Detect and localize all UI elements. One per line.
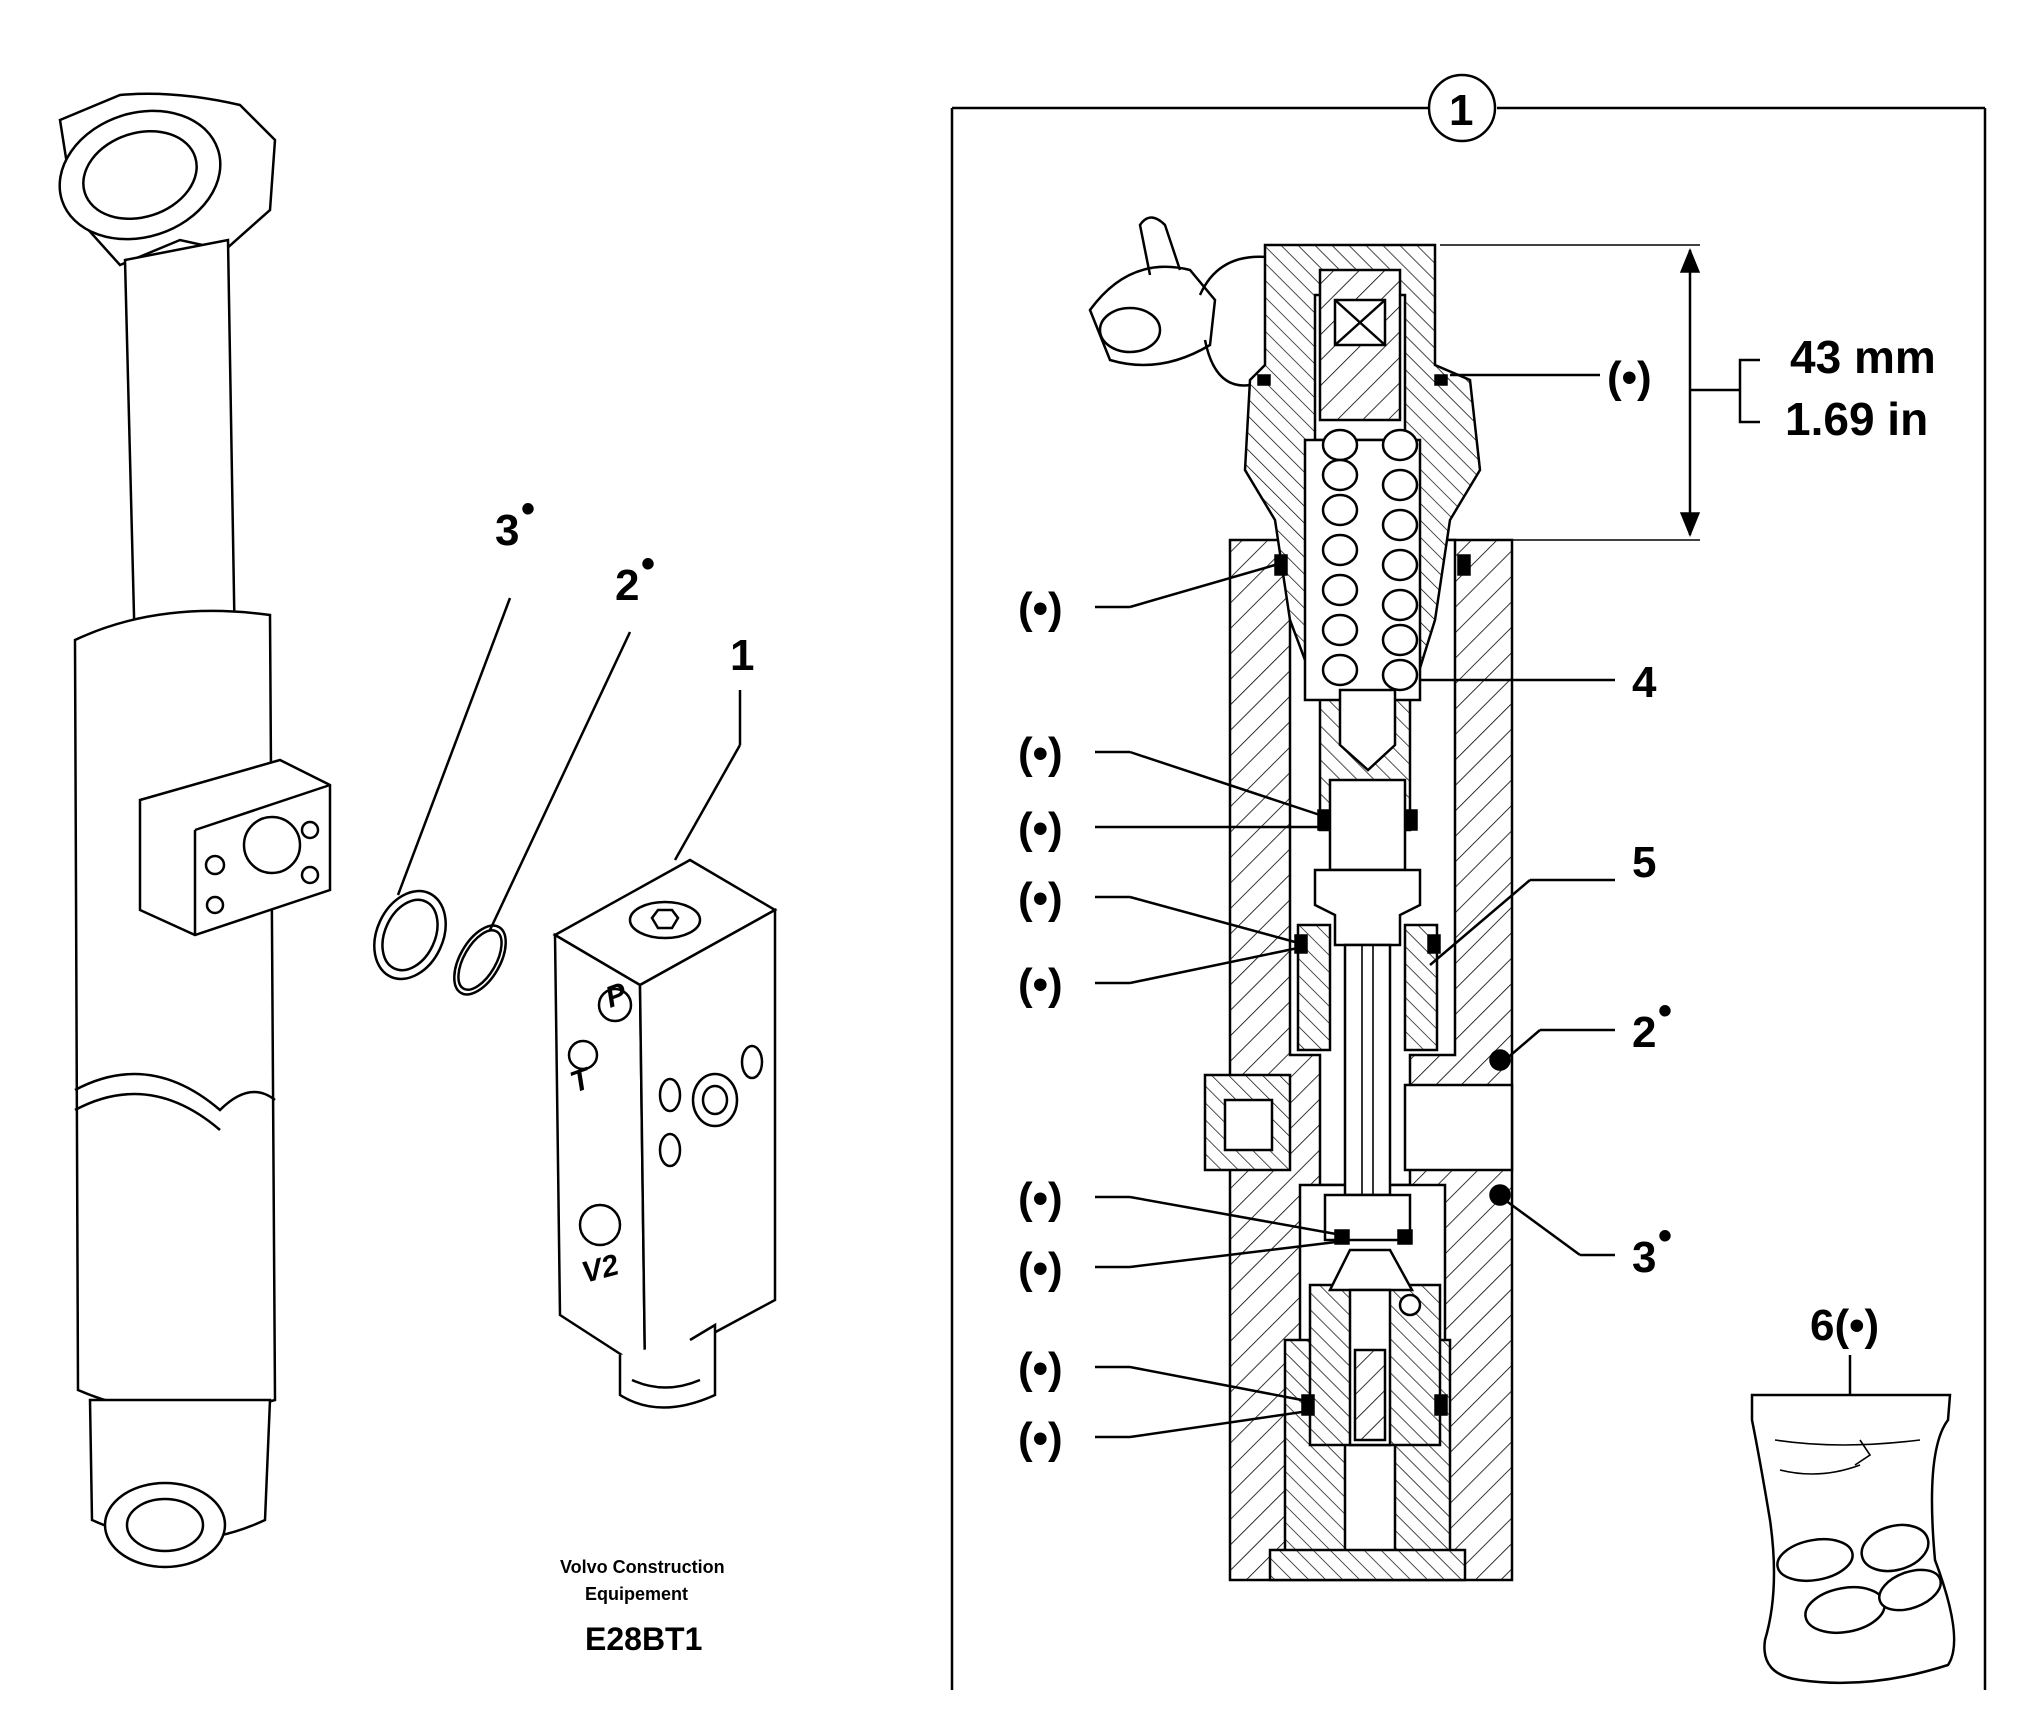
maker-line1: Volvo Construction <box>560 1557 725 1577</box>
leader-3 <box>396 597 512 896</box>
dimension-imperial: 1.69 in <box>1785 393 1928 445</box>
label-1: 1 <box>730 631 754 680</box>
seal-kit-bag-drawing <box>1750 1355 1956 1685</box>
detail-frame <box>950 73 1987 1690</box>
seal-2-drawing <box>453 924 507 996</box>
label-4: 4 <box>1632 658 1657 707</box>
bullet-3-right: • <box>1658 1214 1672 1258</box>
leader-2 <box>488 631 632 931</box>
label-dot-5: (•) <box>1018 960 1063 1009</box>
leader-dot-6b <box>1129 1195 1337 1236</box>
label-5: 5 <box>1632 838 1656 887</box>
leader-dot-7b <box>1129 1240 1337 1269</box>
hydraulic-cylinder-drawing <box>58 92 332 1569</box>
label-dot-7: (•) <box>1018 1244 1063 1293</box>
seal-3-drawing <box>373 889 447 981</box>
leader-dot-5b <box>1129 946 1299 985</box>
label-3-right: 3 <box>1632 1233 1656 1282</box>
leader-3a <box>1504 1198 1581 1257</box>
leader-5a <box>1429 879 1531 966</box>
label-dot-8: (•) <box>1018 1344 1063 1393</box>
leader-dot-2b <box>1129 750 1321 817</box>
spring-coils <box>1321 428 1419 692</box>
label-2: 2 <box>615 561 639 610</box>
label-dot-6: (•) <box>1018 1174 1063 1223</box>
bullet-3: • <box>521 487 535 531</box>
leader-1b <box>673 744 742 861</box>
dimension-lines <box>1440 244 1760 541</box>
drawing-code: E28BT1 <box>585 1621 702 1657</box>
label-6: 6(•) <box>1810 1301 1879 1350</box>
label-2-right: 2 <box>1632 1008 1656 1057</box>
bullet-2-right: • <box>1658 989 1672 1033</box>
leader-2a <box>1504 1029 1541 1061</box>
maker-line2: Equipement <box>585 1584 688 1604</box>
label-dot-top: (•) <box>1607 353 1652 402</box>
label-dot-9: (•) <box>1018 1414 1063 1463</box>
label-dot-3: (•) <box>1018 804 1063 853</box>
label-3: 3 <box>495 506 519 555</box>
bullet-2: • <box>641 542 655 586</box>
label-dot-2: (•) <box>1018 729 1063 778</box>
seal-rings <box>1257 374 1511 1416</box>
leader-dot-4b <box>1129 895 1296 944</box>
protective-cap-drawing <box>1088 216 1276 387</box>
dimension-metric: 43 mm <box>1790 331 1936 383</box>
leader-dot-9b <box>1129 1410 1303 1439</box>
spool-section <box>1296 868 1442 1447</box>
label-dot-1: (•) <box>1018 584 1063 633</box>
label-dot-4: (•) <box>1018 874 1063 923</box>
leader-dot-1b <box>1129 563 1276 609</box>
valve-block-drawing <box>552 858 778 1409</box>
adjuster-cartridge-section <box>1243 243 1482 872</box>
detail-number: 1 <box>1449 86 1473 135</box>
leader-dot-8b <box>1129 1365 1303 1402</box>
